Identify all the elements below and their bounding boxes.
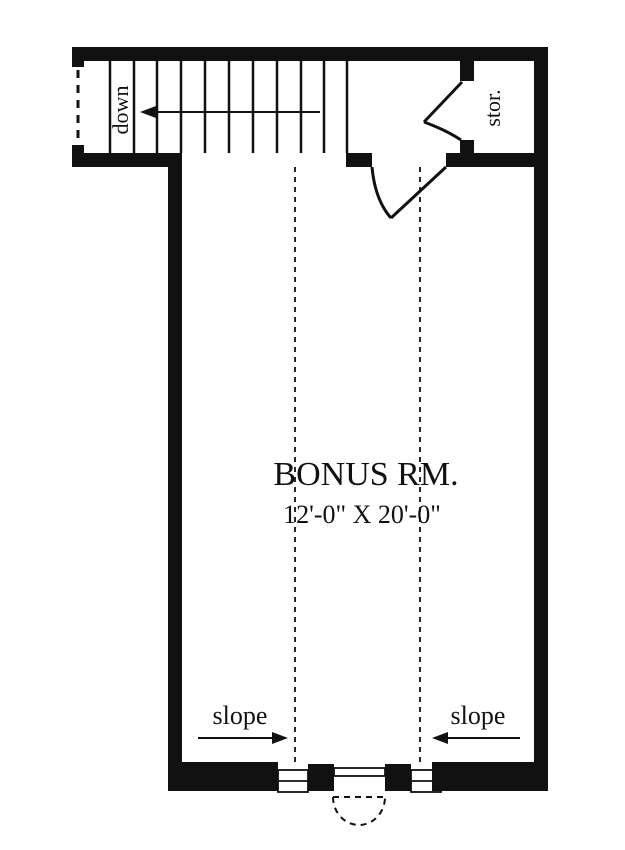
wall-right bbox=[534, 47, 548, 791]
wall-storage-bottom bbox=[446, 153, 548, 167]
wall-stair-left-upper bbox=[72, 47, 84, 67]
storage-label: stor. bbox=[480, 89, 505, 126]
wall-stair-bottom bbox=[72, 153, 182, 167]
slope-arrow-right bbox=[432, 732, 520, 744]
window-mullion-right bbox=[385, 764, 411, 791]
walls bbox=[72, 47, 548, 791]
room-door bbox=[370, 165, 448, 220]
dormer-arc bbox=[332, 796, 386, 826]
wall-top bbox=[72, 47, 548, 61]
slope-arrow-left bbox=[198, 732, 288, 744]
slope-label-left: slope bbox=[213, 701, 268, 730]
wall-bottom-right bbox=[432, 762, 548, 791]
bottom-window bbox=[277, 767, 442, 793]
wall-left bbox=[168, 153, 182, 791]
window-mullion-left bbox=[308, 764, 334, 791]
wall-storage-left-upper bbox=[460, 61, 474, 81]
storage-door bbox=[422, 80, 464, 142]
wall-bottom-left bbox=[168, 762, 278, 791]
stair-treads bbox=[108, 61, 349, 153]
room-dimensions: 12'-0" X 20'-0" bbox=[283, 500, 441, 529]
room-name: BONUS RM. bbox=[273, 456, 458, 493]
stair-label: down bbox=[108, 86, 133, 135]
slope-label-right: slope bbox=[451, 701, 506, 730]
wall-stair-landing bbox=[346, 153, 372, 167]
stair-arrow bbox=[140, 106, 320, 118]
